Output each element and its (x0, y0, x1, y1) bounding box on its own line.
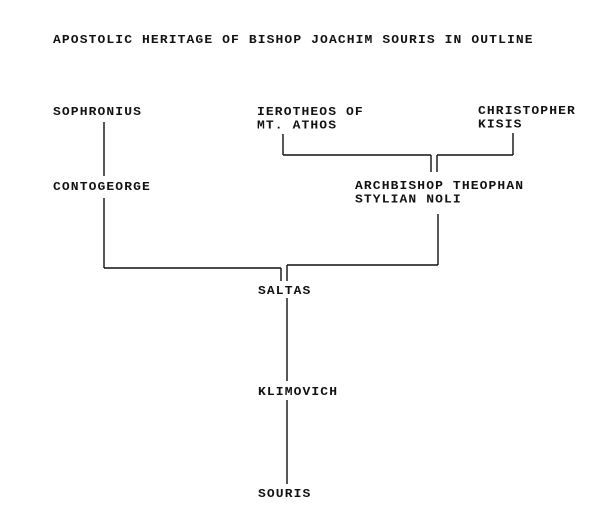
node-contogeorge: CONTOGEORGE (53, 180, 151, 194)
node-saltas: SALTAS (258, 284, 312, 298)
node-noli-line1: ARCHBISHOP THEOPHAN (355, 179, 525, 193)
node-sophronius: SOPHRONIUS (53, 105, 143, 119)
node-ierotheos-line2: MT. ATHOS (257, 118, 338, 133)
diagram-title: APOSTOLIC HERITAGE OF BISHOP JOACHIM SOU… (53, 33, 534, 47)
node-ierotheos-line1: IEROTHEOS OF (257, 105, 364, 119)
node-christopher-line1: CHRISTOPHER (478, 104, 576, 118)
node-noli-line2: STYLIAN NOLI (355, 192, 462, 207)
node-christopher-line2: KISIS (478, 117, 523, 132)
node-klimovich: KLIMOVICH (258, 385, 339, 399)
node-souris: SOURIS (258, 487, 312, 501)
